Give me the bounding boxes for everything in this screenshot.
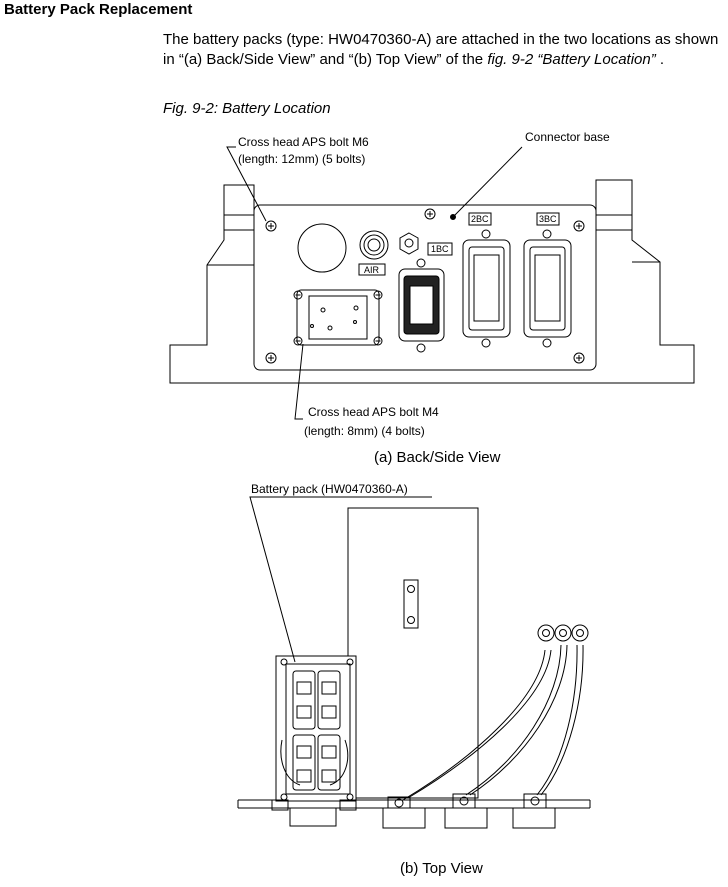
cable-connector-1 [382,796,426,829]
ring-terminals [537,624,589,642]
round-port [297,223,347,273]
connector-1bc: 1BC [398,242,453,353]
callout-m6-line2: (length: 12mm) (5 bolts) [238,152,365,166]
top-view-caption: (b) Top View [400,860,483,877]
intro-text: The battery packs (type: HW0470360-A) ar… [163,31,719,68]
cable-connector-2 [444,793,488,829]
cable-1 [402,649,546,801]
battery-pack [271,655,357,827]
section-title: Battery Pack Replacement [4,1,193,18]
cable-3b [540,644,584,796]
callout-battery-pack: Battery pack (HW0470360-A) [251,482,408,496]
figure-caption: Fig. 9-2: Battery Location [163,100,331,117]
column-body [347,507,479,799]
cable-2 [465,644,562,796]
back-side-view: AIR 1BC [169,130,695,466]
callout-m4-line2: (length: 8mm) (4 bolts) [304,424,425,438]
leader-m4 [294,343,304,420]
leader-m6 [226,146,267,222]
leader-connector-base [452,146,523,218]
connector-3bc: 3BC [523,212,572,348]
air-label: AIR [364,265,380,275]
callout-m4-line1: Cross head APS bolt M4 [308,405,439,419]
cable-connector-3 [512,793,556,829]
label-3bc: 3BC [539,214,557,224]
label-2bc: 2BC [471,214,489,224]
callout-connector-base: Connector base [525,130,610,144]
cable-1b [407,649,552,799]
connector-2bc: 2BC [462,212,511,348]
back-view-caption: (a) Back/Side View [374,449,501,466]
m6-bolts [265,208,585,364]
leader-battery [249,496,432,663]
cable-2b [469,644,568,796]
callout-m6-line1: Cross head APS bolt M6 [238,135,369,149]
air-fitting: AIR [358,230,389,276]
top-view: Battery pack (HW0470360-A) (b) Top View [237,482,591,877]
intro-end: . [655,51,665,68]
cable-3 [536,644,578,796]
intro-paragraph: The battery packs (type: HW0470360-A) ar… [163,30,723,70]
figure-reference: fig. 9-2 “Battery Location” [487,51,656,68]
hex-fitting [399,232,419,255]
battery-cover-plate [293,289,383,346]
label-1bc: 1BC [431,244,449,254]
